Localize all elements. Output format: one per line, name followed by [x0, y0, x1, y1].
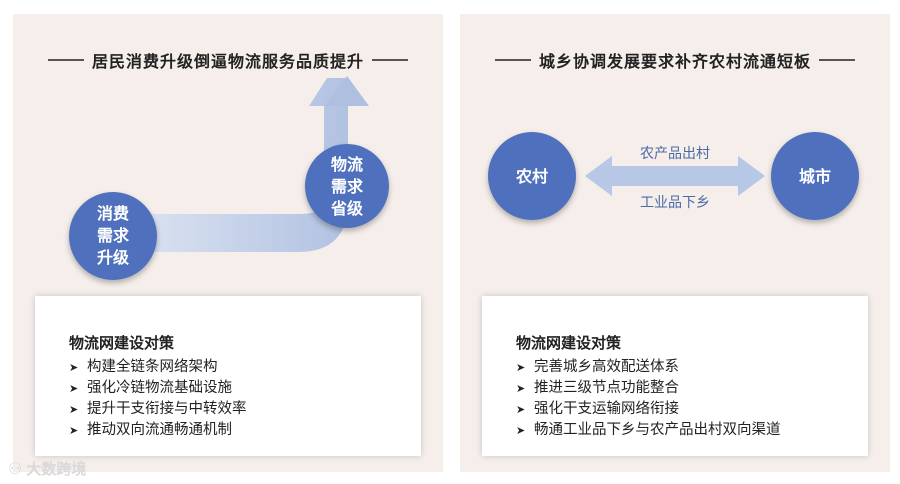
double-arrow: [585, 156, 765, 196]
list-item: ➤强化干支运输网络衔接: [516, 399, 781, 420]
list-item: ➤提升干支衔接与中转效率: [69, 399, 247, 420]
circle-urban: [771, 132, 859, 220]
right-strategy-box: 物流网建设对策 ➤完善城乡高效配送体系 ➤推进三级节点功能整合 ➤强化干支运输网…: [482, 296, 868, 456]
circle-end-line-2: 需求: [331, 177, 364, 196]
circle-end-line-1: 物流: [331, 155, 363, 174]
title-line-left: [47, 59, 84, 61]
right-box-heading: 物流网建设对策: [516, 334, 622, 352]
bullet-arrow-icon: ➤: [69, 382, 79, 395]
circle-logistics-demand: [305, 144, 389, 228]
circle-start-line-1: 消费: [97, 204, 129, 223]
right-panel-title: 城乡协调发展要求补齐农村流通短板: [538, 52, 811, 71]
title-line-left: [494, 59, 531, 61]
circle-end-line-3: 省级: [330, 199, 364, 218]
right-title-row: 城乡协调发展要求补齐农村流通短板: [460, 48, 890, 72]
list-item: ➤强化冷链物流基础设施: [69, 378, 247, 399]
right-diagram: 农村 城市 农产品出村 工业品下乡: [488, 132, 859, 220]
circle-start-line-3: 升级: [97, 248, 130, 267]
growth-arrow-head: [325, 76, 369, 106]
bullet-arrow-icon: ➤: [516, 424, 526, 437]
bullet-arrow-icon: ➤: [516, 403, 526, 416]
list-item: ➤构建全链条网络架构: [69, 357, 247, 378]
list-item: ➤推动双向流通畅通机制: [69, 420, 247, 441]
circle-start-line-2: 需求: [97, 226, 130, 245]
circle-rural-label: 农村: [515, 167, 548, 186]
arrow-top-label: 农产品出村: [640, 146, 710, 162]
title-line-right: [819, 59, 855, 61]
left-panel-title: 居民消费升级倒逼物流服务品质提升: [91, 52, 364, 71]
bullet-arrow-icon: ➤: [69, 403, 79, 416]
arrow-bottom-label: 工业品下乡: [640, 195, 710, 211]
circle-rural: [488, 132, 576, 220]
bullet-arrow-icon: ➤: [516, 382, 526, 395]
list-item: ➤完善城乡高效配送体系: [516, 357, 781, 378]
left-title-row: 居民消费升级倒逼物流服务品质提升: [13, 48, 443, 72]
list-item: ➤推进三级节点功能整合: [516, 378, 781, 399]
bullet-arrow-icon: ➤: [69, 424, 79, 437]
circle-consumption-upgrade: [69, 192, 157, 280]
right-panel: 城乡协调发展要求补齐农村流通短板 农村 城市 农产品出村 工业品下乡 物流网建设…: [460, 14, 890, 472]
watermark: ⚇ 大数跨境: [8, 458, 86, 479]
logo-icon: ⚇: [8, 459, 23, 478]
list-item: ➤畅通工业品下乡与农产品出村双向渠道: [516, 420, 781, 441]
left-box-heading: 物流网建设对策: [69, 334, 175, 352]
left-strategy-box: 物流网建设对策 ➤构建全链条网络架构 ➤强化冷链物流基础设施 ➤提升干支衔接与中…: [35, 296, 421, 456]
watermark-text: 大数跨境: [26, 460, 87, 478]
circle-urban-label: 城市: [799, 167, 831, 186]
left-panel: 居民消费升级倒逼物流服务品质提升 消费 需求 升级 物流 需求 省级 物流网建设…: [13, 14, 443, 472]
bullet-arrow-icon: ➤: [516, 361, 526, 374]
left-diagram: 消费 需求 升级 物流 需求 省级: [69, 76, 389, 280]
title-line-right: [372, 59, 408, 61]
bullet-arrow-icon: ➤: [69, 361, 79, 374]
